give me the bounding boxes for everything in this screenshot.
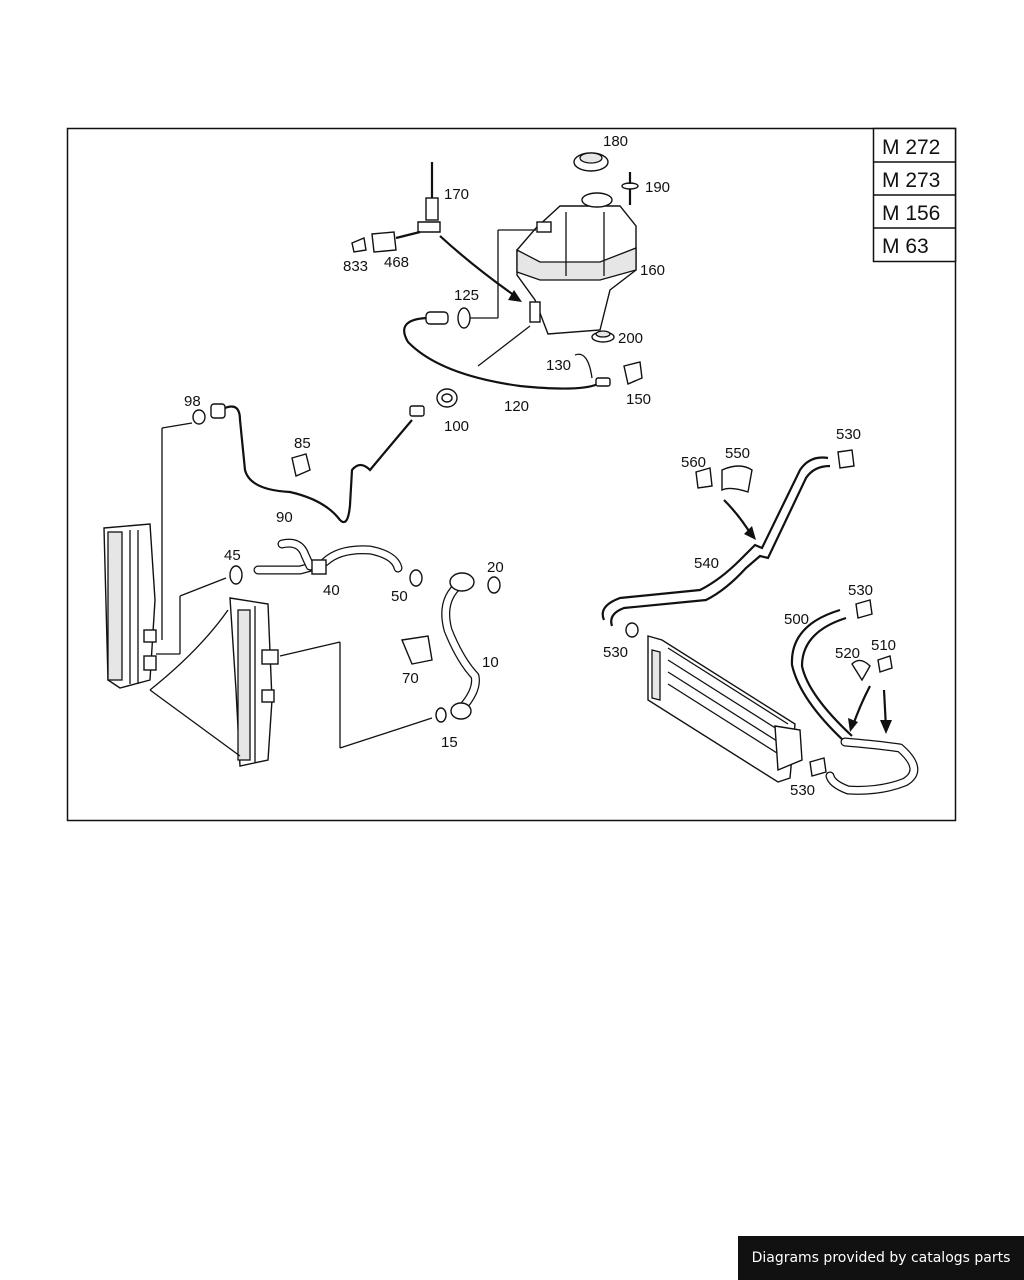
hose-40 [253, 538, 403, 575]
part-label: 540 [694, 555, 719, 572]
diagram-frame [66, 127, 957, 822]
part-label: 180 [603, 133, 628, 150]
part-label: 530 [790, 782, 815, 799]
part-label: 520 [835, 645, 860, 662]
engine-code: M 273 [882, 169, 940, 192]
part-label: 468 [384, 254, 409, 271]
part-label: 160 [640, 262, 665, 279]
part-label: 50 [391, 588, 408, 605]
vent-line-group [161, 403, 425, 640]
part-label: 100 [444, 418, 469, 435]
part-label: 40 [323, 582, 340, 599]
radiator-rear [103, 523, 157, 689]
part-label: 90 [276, 509, 293, 526]
part-label: 530 [603, 644, 628, 661]
engine-table: M 272 M 273 M 156 M 63 [872, 127, 957, 263]
aux-cooler-group [601, 449, 919, 795]
part-label: 833 [343, 258, 368, 275]
part-label: 190 [645, 179, 670, 196]
part-label: 200 [618, 330, 643, 347]
part-label: 70 [402, 670, 419, 687]
part-label: 15 [441, 734, 458, 751]
engine-code: M 272 [882, 136, 940, 159]
part-label: 125 [454, 287, 479, 304]
part-label: 530 [836, 426, 861, 443]
engine-code: M 156 [882, 202, 940, 225]
part-label: 150 [626, 391, 651, 408]
part-label: 560 [681, 454, 706, 471]
radiator-front [149, 597, 279, 767]
part-label: 530 [848, 582, 873, 599]
footer-credit: Diagrams provided by catalogs parts [738, 1236, 1024, 1280]
expansion-tank-group [351, 152, 643, 408]
part-label: 20 [487, 559, 504, 576]
part-label: 120 [504, 398, 529, 415]
part-label: 85 [294, 435, 311, 452]
engine-code: M 63 [882, 235, 929, 258]
part-label: 510 [871, 637, 896, 654]
part-label: 170 [444, 186, 469, 203]
part-label: 45 [224, 547, 241, 564]
hose-10 [441, 572, 480, 720]
part-labels: 180 190 170 160 833 468 125 200 130 150 … [184, 133, 896, 799]
part-label: 550 [725, 445, 750, 462]
part-label: 98 [184, 393, 201, 410]
part-label: 500 [784, 611, 809, 628]
part-label: 10 [482, 654, 499, 671]
part-label: 130 [546, 357, 571, 374]
